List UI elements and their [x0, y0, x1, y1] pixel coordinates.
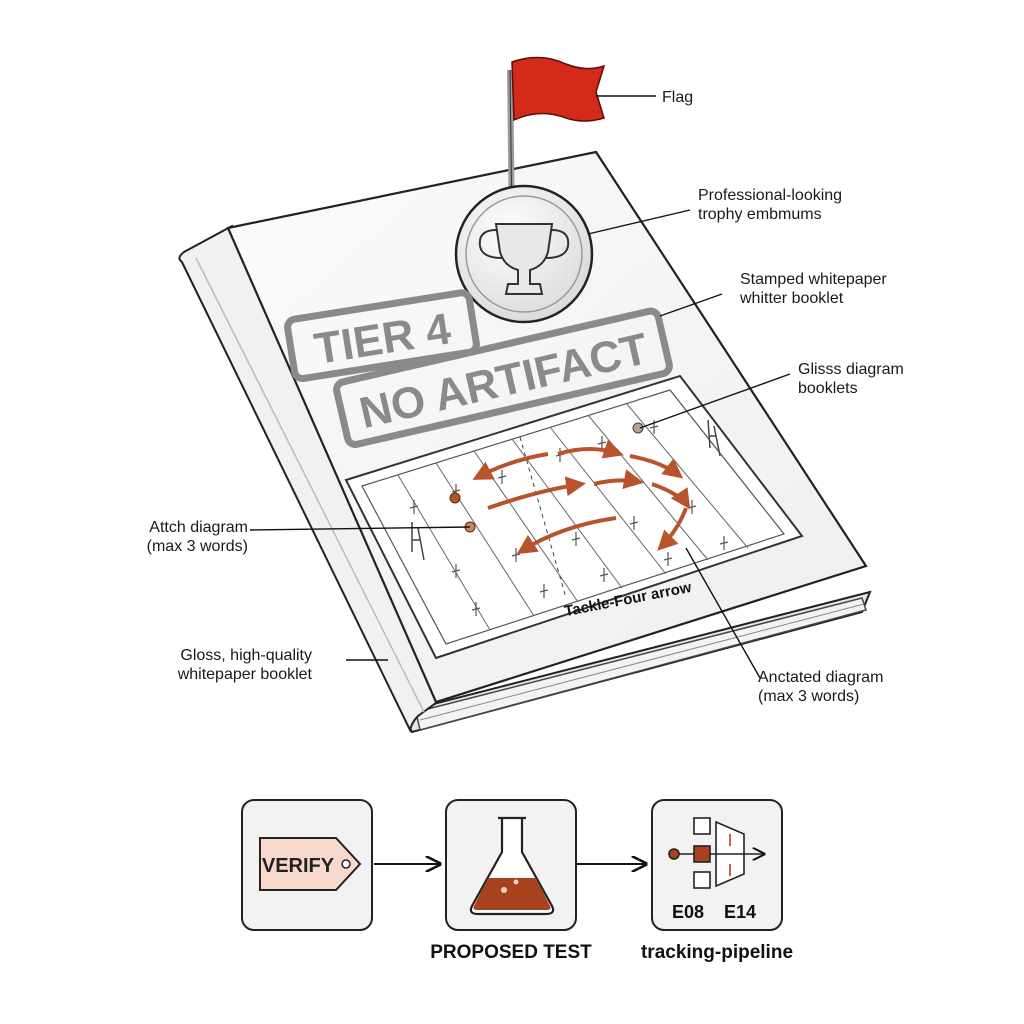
trophy-icon — [454, 184, 594, 324]
tracking-pipeline-caption: tracking-pipeline — [640, 942, 794, 963]
callout-anctated: Anctated diagram (max 3 words) — [758, 669, 884, 705]
callout-flag: Flag — [662, 89, 694, 106]
flow-step-verify: VERIFY — [241, 799, 373, 931]
flag-icon — [507, 56, 606, 229]
pipeline-icon — [668, 817, 764, 889]
callout-gloss: Gloss, high-quality whitepaper booklet — [177, 647, 312, 683]
tag-icon — [259, 837, 362, 891]
flow-step-test — [445, 799, 577, 931]
callout-glisss: Glisss diagram booklets — [798, 361, 904, 397]
proposed-test-caption: PROPOSED TEST — [430, 942, 592, 963]
callout-stamped: Stamped whitepaper whitter booklet — [740, 271, 887, 307]
flask-icon — [469, 816, 555, 916]
play-diagram: Tackle-Four arrow — [344, 374, 804, 660]
callout-trophy: Professional-looking trophy embmums — [698, 187, 843, 223]
callout-attach: Attch diagram (max 3 words) — [146, 519, 248, 555]
flow-step-pipeline: E08 E14 — [651, 799, 783, 931]
pipeline-label-e14: E14 — [724, 902, 756, 922]
verify-tag-label: VERIFY — [262, 855, 335, 877]
pipeline-label-e08: E08 — [672, 902, 704, 922]
leader-lines — [249, 95, 791, 679]
